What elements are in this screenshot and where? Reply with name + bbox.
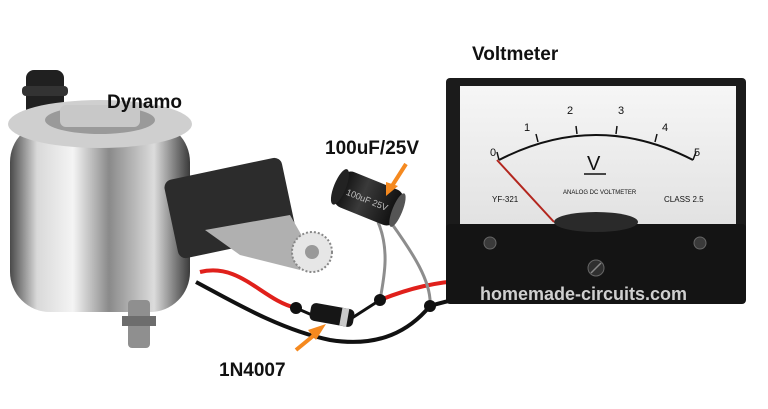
meter-unit: V [587, 153, 601, 175]
black-wire-dynamo [195, 280, 432, 344]
diode-1n4007 [309, 303, 355, 327]
dynamo-label: Dynamo [107, 92, 182, 113]
arrow-head-icon [308, 324, 326, 340]
voltmeter-label: Voltmeter [472, 44, 559, 65]
capacitor-lead-2 [390, 223, 432, 307]
meter-type: ANALOG DC VOLTMETER [563, 190, 637, 196]
meter-class: CLASS 2.5 [664, 195, 704, 204]
capacitor-lead-1 [376, 221, 387, 301]
meter-ticks [496, 125, 697, 161]
arrow-head-icon [386, 182, 398, 196]
screw-icon [693, 236, 707, 250]
meter-needle [496, 159, 555, 223]
meter-tick-label: 1 [524, 122, 530, 134]
junction-dot [424, 300, 436, 312]
voltmeter: 0 1 2 3 4 5 V YF-321 ANALOG DC VOLTMETER… [446, 78, 746, 304]
screw-icon [483, 236, 497, 250]
meter-scale-arc [498, 134, 694, 161]
meter-tick-label: 2 [567, 105, 573, 117]
meter-tick-label: 3 [618, 105, 624, 117]
meter-tick-label: 0 [490, 147, 496, 159]
junction-dot [290, 302, 302, 314]
red-wire-dynamo-to-diode [199, 268, 297, 310]
arrows [294, 162, 408, 352]
capacitor-label: 100uF/25V [325, 138, 419, 159]
meter-tick-label: 4 [662, 122, 668, 134]
dynamo [8, 70, 333, 348]
diode-label: 1N4007 [219, 360, 286, 381]
junction-dot [374, 294, 386, 306]
meter-model: YF-321 [492, 195, 519, 204]
meter-tick-label: 5 [694, 147, 700, 159]
watermark: homemade-circuits.com [480, 284, 688, 304]
arrow-icon [390, 162, 408, 188]
